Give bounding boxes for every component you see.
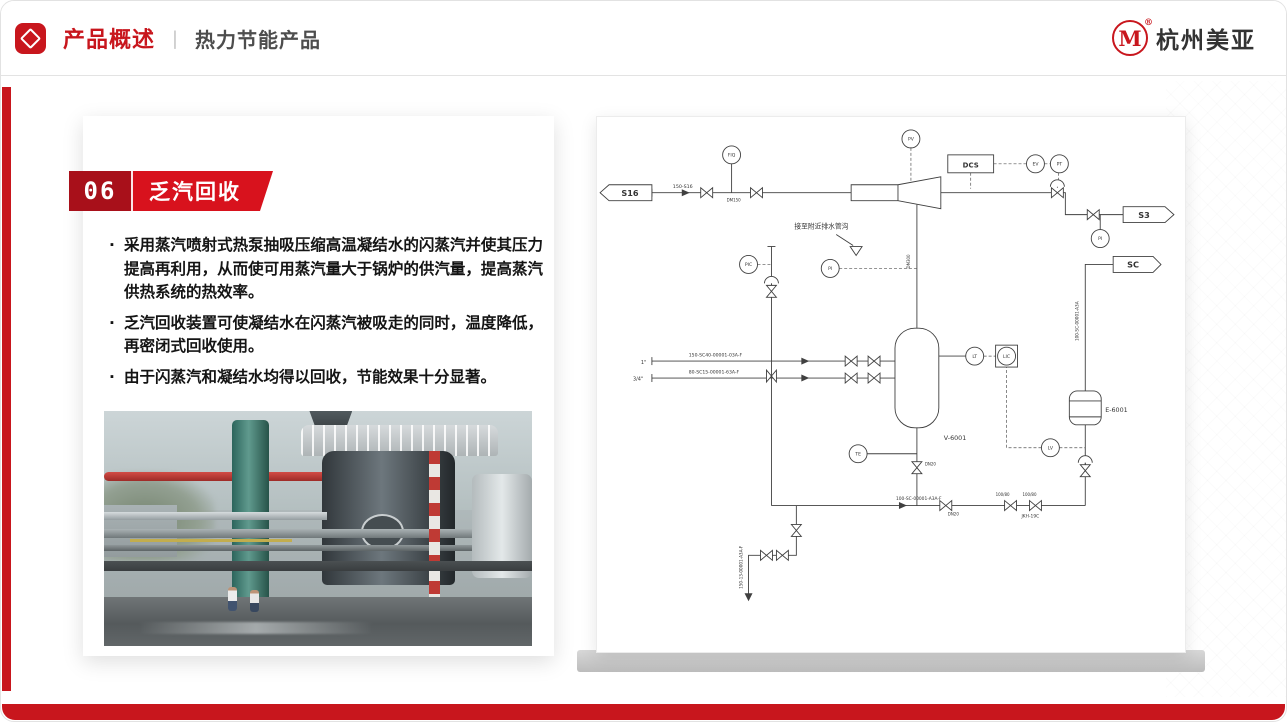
photo-worker (228, 586, 238, 611)
bullet-item: 由于闪蒸汽和凝结水均得以回收，节能效果十分显著。 (107, 366, 543, 390)
diamond-icon (19, 27, 42, 49)
bottom-accent-bar (2, 704, 1285, 720)
jkh-label: JKH-19C (1021, 514, 1040, 520)
tag-te: TE (854, 451, 861, 457)
logo-letter: M (1118, 25, 1142, 51)
pid-diagram: S16 S3 SC DCS V-6001 E-6001 接至附近排水管沟 150… (599, 129, 1175, 602)
tag-pic: PIC (745, 262, 752, 268)
content-card: 06 乏汽回收 采用蒸汽喷射式热泵抽吸压缩高温凝结水的闪蒸汽并使其压力提高再利用… (69, 116, 554, 656)
header: 产品概述 丨 热力节能产品 M® 杭州美亚 (1, 1, 1286, 76)
photo-red-pipe (104, 472, 336, 482)
pipe-lines (651, 163, 1124, 598)
bullet-item: 乏汽回收装置可使凝结水在闪蒸汽被吸走的同时，温度降低，再密闭式回收使用。 (107, 312, 543, 359)
line-label: 150-13-00001-A3A-F (739, 545, 744, 589)
photo-teal-column (232, 420, 269, 604)
tag-lic: LIC (1003, 354, 1010, 360)
photo-pipe-rack (104, 561, 532, 572)
bullet-item: 采用蒸汽喷射式热泵抽吸压缩高温凝结水的闪蒸汽并使其压力提高再利用，从而使可用蒸汽… (107, 234, 543, 305)
title-divider: 丨 (165, 27, 186, 52)
left-accent-strip (2, 87, 11, 691)
section-number: 06 (69, 171, 131, 211)
symbols (599, 129, 1175, 562)
brand-name: 杭州美亚 (1156, 28, 1256, 54)
photo-worker (249, 589, 259, 612)
tag-lt: LT (972, 354, 977, 360)
line-label: 150-SC40-00001-03A-F (689, 353, 743, 359)
photo-pipe (104, 528, 532, 538)
line-label: 100-SC-00001-A3A (1074, 301, 1079, 341)
photo-pipe (104, 512, 327, 521)
size-label: 3/4" (633, 377, 643, 383)
line-label: 150-S16 (673, 184, 693, 190)
tag-lv: LV (1048, 445, 1054, 451)
meiya-logo-icon: M® (1112, 18, 1153, 56)
photo-tank (472, 474, 532, 578)
tag-fiq: FIQ (728, 153, 736, 159)
site-photo (104, 411, 532, 646)
dcs-box-label: DCS (963, 161, 979, 169)
box-logo-icon (15, 22, 46, 54)
drain-note: 接至附近排水管沟 (794, 222, 848, 231)
pipe-size-label: DM300 (906, 254, 911, 269)
tag-pi: PI (1098, 236, 1102, 242)
background-pattern (1166, 81, 1286, 697)
section-banner: 06 乏汽回收 (69, 171, 273, 211)
photo-reflection (138, 622, 374, 635)
bullet-list: 采用蒸汽喷射式热泵抽吸压缩高温凝结水的闪蒸汽并使其压力提高再利用，从而使可用蒸汽… (107, 234, 543, 396)
photo-ground (104, 596, 532, 646)
vessel-label: V-6001 (944, 434, 966, 442)
diagram-panel: S16 S3 SC DCS V-6001 E-6001 接至附近排水管沟 150… (596, 116, 1186, 653)
exchanger-label: E-6001 (1105, 406, 1128, 414)
photo-rail (129, 539, 293, 543)
tag-pv: PV (908, 137, 915, 143)
photo-pipe (104, 544, 532, 551)
panel-base-shadow (577, 650, 1205, 672)
size-label: 1" (641, 360, 646, 366)
line-label: 80-SC15-00001-63A-F (689, 370, 740, 376)
flag-sc: SC (1127, 260, 1139, 270)
brand: M® 杭州美亚 (1112, 18, 1256, 56)
photo-striped-pole (429, 450, 441, 611)
pipe-size-label: DM150 (727, 198, 742, 203)
flag-s3: S3 (1138, 210, 1150, 220)
page-title: 产品概述 (63, 28, 156, 53)
line-label: 100-SC-00001-A3A-F (896, 496, 942, 502)
dn20-label: DN20 (948, 512, 960, 517)
size-label: 100/80 (1023, 492, 1037, 497)
flag-s16: S16 (621, 188, 639, 198)
size-label: 100/80 (996, 492, 1010, 497)
tag-pt: PT (1057, 162, 1063, 168)
photo-platform-railing (300, 425, 498, 456)
dn20-label: DN20 (925, 462, 937, 467)
flow-arrows (681, 189, 907, 602)
registered-mark: ® (1144, 18, 1153, 28)
diagram-labels: S16 S3 SC DCS V-6001 E-6001 接至附近排水管沟 150… (621, 137, 1150, 589)
page-subtitle: 热力节能产品 (195, 27, 322, 52)
tag-ev: EV (1032, 162, 1039, 168)
section-title: 乏汽回收 (131, 171, 273, 211)
tag-pi: PI (828, 266, 832, 272)
